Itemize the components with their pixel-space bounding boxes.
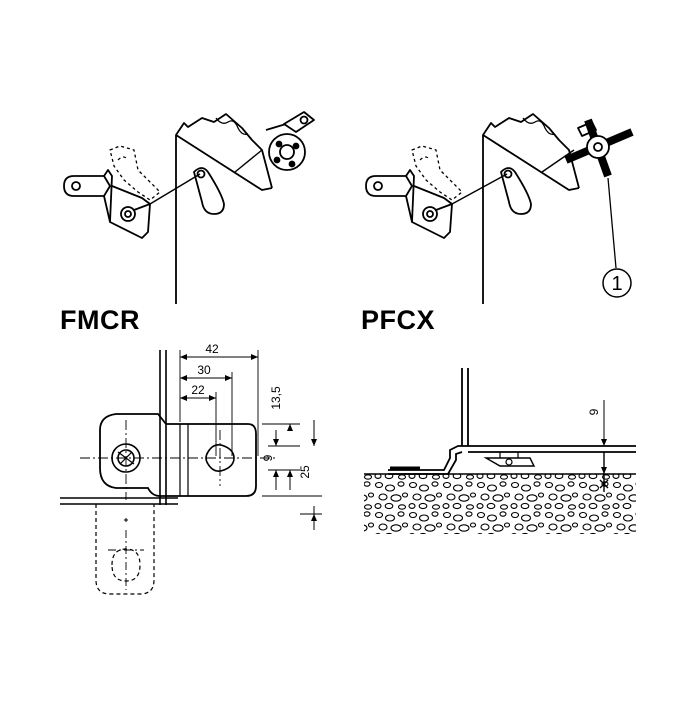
dim-label-42: 42 xyxy=(205,342,219,356)
bracket-nut-core xyxy=(124,210,132,218)
cam-tooth-3 xyxy=(288,160,296,168)
bracket-plan-outline xyxy=(99,413,257,497)
bracket-section xyxy=(388,445,463,475)
ghost-cross xyxy=(124,518,128,522)
ghost-bracket-curve xyxy=(117,156,129,161)
dim-label-25: 25 xyxy=(298,465,312,479)
callout-leader xyxy=(607,177,617,269)
bracket-tab xyxy=(63,175,111,197)
door-panel-top-edge xyxy=(175,134,273,191)
cam-tooth-4 xyxy=(273,156,281,164)
assembly-line-1 xyxy=(451,173,508,205)
cam-section xyxy=(483,457,536,467)
cam-pivot xyxy=(505,458,513,466)
dim-label-9-right: 9 xyxy=(587,408,601,415)
panel-section-lines xyxy=(159,350,167,505)
panel-break-line xyxy=(215,117,249,136)
bracket-tab xyxy=(365,175,413,197)
dim-label-22: 22 xyxy=(191,383,205,397)
dimension-extension-lines xyxy=(179,350,259,456)
panel-slot xyxy=(500,167,532,215)
cam-arm xyxy=(265,123,287,131)
panel-break-line xyxy=(522,117,556,136)
cam-tab-screw xyxy=(299,115,309,125)
bracket-nut xyxy=(120,206,136,222)
bracket-nut xyxy=(422,206,438,222)
dim-label-9-left: 9 xyxy=(261,454,275,461)
pfcx-perspective: 1 xyxy=(365,113,634,304)
ghost-bracket xyxy=(109,145,161,201)
dimension-extension-lines-v xyxy=(262,423,322,515)
bracket-fold-lines xyxy=(179,424,189,496)
bracket-body xyxy=(405,169,453,239)
bracket-slot xyxy=(205,444,235,472)
slot-hole xyxy=(196,169,206,179)
assembly-line-2 xyxy=(541,149,575,173)
cam-tab xyxy=(283,111,315,133)
assembly-line-2 xyxy=(234,149,263,173)
bracket-body xyxy=(103,169,151,239)
model-label-fmcr: FMCR xyxy=(60,305,140,335)
cam-posts xyxy=(499,452,519,458)
fmcr-dimension-labels: 42 30 22 13,5 9 25 xyxy=(191,342,312,479)
fmcr-perspective xyxy=(63,111,315,304)
ghost-bracket-below xyxy=(95,504,155,595)
panel-slot xyxy=(193,167,225,215)
ghost-bracket xyxy=(411,145,463,201)
dim-extension-9-right xyxy=(590,445,618,475)
cam-hub xyxy=(279,144,295,160)
bracket-bolt xyxy=(435,203,453,211)
panel-base-section xyxy=(462,445,636,453)
bracket-bolt xyxy=(133,203,151,211)
door-panel-outline xyxy=(482,113,580,304)
callout-circle xyxy=(602,268,632,298)
centerline-vertical xyxy=(125,420,221,500)
dim-label-13-5: 13,5 xyxy=(269,386,283,410)
pfcx-section-drawing xyxy=(364,368,636,534)
door-panel-outline xyxy=(175,113,273,304)
fmcr-dimension-drawing xyxy=(60,350,322,595)
callout-number: 1 xyxy=(611,273,622,295)
assembly-line-1 xyxy=(149,173,201,205)
slot-hole xyxy=(503,169,513,179)
cam-tooth-1 xyxy=(275,140,283,148)
ghost-centerlines xyxy=(108,530,144,590)
cross-cam-hub xyxy=(586,135,610,159)
bracket-fold xyxy=(103,195,111,223)
ghost-bracket-curve xyxy=(419,156,431,161)
bracket-tab-hole xyxy=(71,181,81,191)
bracket-nut-core xyxy=(426,210,434,218)
door-panel-top-edge xyxy=(482,134,580,191)
cross-cam-tab xyxy=(577,121,597,137)
ground-aggregate xyxy=(364,474,636,534)
bracket-tab-hole xyxy=(373,181,383,191)
cam-tooth-2 xyxy=(292,142,300,150)
bracket-fold xyxy=(405,195,413,223)
frame-section-lines xyxy=(60,497,178,505)
panel-section xyxy=(461,368,469,446)
cross-cam-core xyxy=(593,142,603,152)
model-label-pfcx: PFCX xyxy=(361,305,436,335)
dim-arrows-13-5 xyxy=(287,424,293,477)
cam-disc xyxy=(268,133,306,171)
dim-label-30: 30 xyxy=(197,363,211,377)
